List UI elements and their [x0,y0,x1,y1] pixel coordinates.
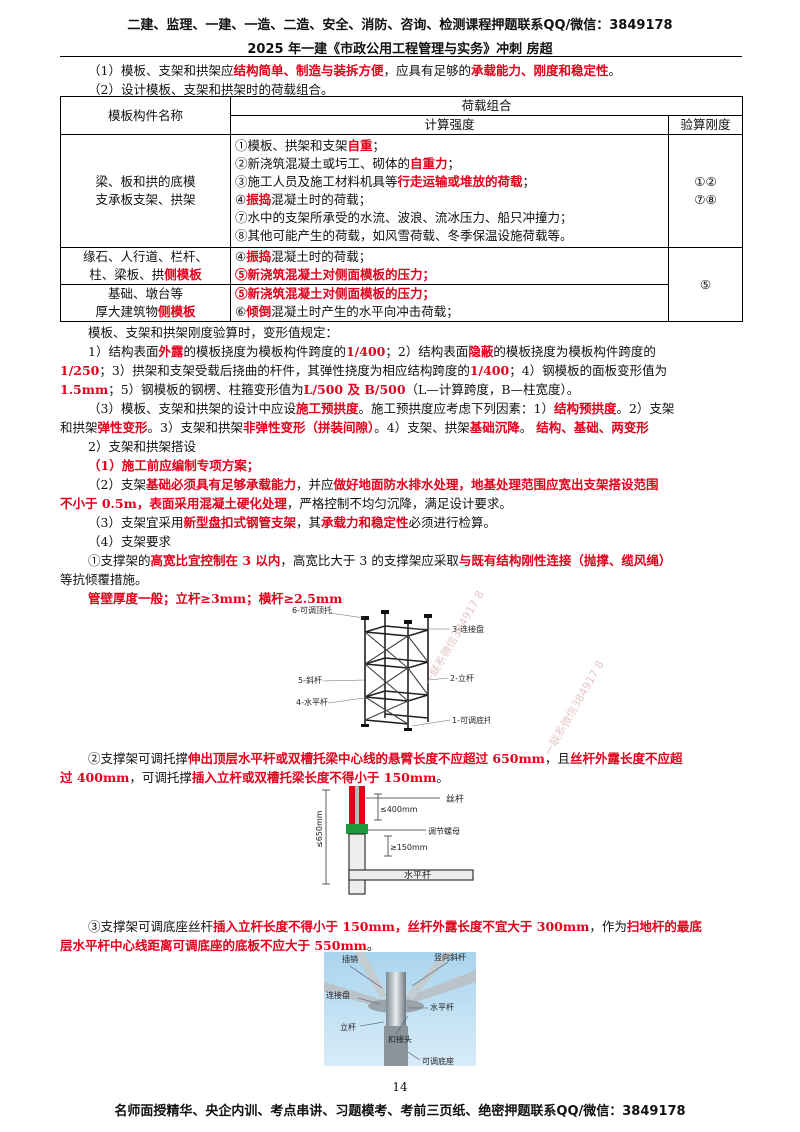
label-screw: 丝杆 [446,793,464,805]
member-side-form-large: 基础、墩台等 厚大建筑物侧模板 [60,284,231,322]
label-upright: 2-立杆 [450,673,474,683]
th-load-combination: 荷载组合 [229,96,744,116]
label-top-support: 6-可调顶托 [292,605,332,615]
member-side-form-small: 缘石、人行道、栏杆、 柱、梁板、拱侧模板 [60,247,231,285]
label-base-plate: 可调底座 [422,1056,454,1066]
s2-line-7: 等抗倾覆措施。 [60,572,148,587]
strength-loads-2: ④振捣混凝土时的荷载； ⑤新浇筑混凝土对侧面模板的压力； [230,247,669,285]
label-ge150: ≥150mm [390,843,428,852]
deform-line-3: 1.5mm；5）钢模板的钢楞、柱箍变形值为L/500 及 B/500（L—计算跨… [60,382,580,397]
label-nut: 调节螺母 [428,826,460,836]
label-connect-disk: 3-连接盘 [452,624,484,634]
camber-line-1: （3）模板、支架和拱架的设计中应设施工预拱度。施工预拱度应考虑下列因素：1）结构… [88,401,675,416]
top-support-diagram: 丝杆 ≤400mm 调节螺母 ≥150mm ≤650mm 水平杆 [315,786,474,895]
s3-line-1: ②支撑架可调托撑伸出顶层水平杆或双槽托梁中心线的悬臂长度不应超过 650mm，且… [88,751,683,766]
stiffness-loads-1: ①② ⑦⑧ [667,134,744,248]
th-member-name: 模板构件名称 [60,96,231,135]
para-2: （2）设计模板、支架和拱架时的荷载组合。 [88,82,334,97]
deform-line-1: 1）结构表面外露的模板挠度为模板构件跨度的1/400；2）结构表面隐蔽的模板挠度… [88,344,656,359]
th-strength: 计算强度 [230,115,669,135]
camber-line-2: 和拱架弹性变形。3）支架和拱架非弹性变形（拼装间隙）。4）支架、拱架基础沉降。 … [60,420,649,435]
s4-line-2: 层水平杆中心线距离可调底座的底板不应大于 550mm。 [60,938,380,953]
section-title: 2）支架和拱架搭设 [88,439,196,454]
s2-line-3: 不小于 0.5m，表面采用混凝土硬化处理，严格控制不均匀沉降，满足设计要求。 [60,496,512,511]
s2-line-4: （3）支架宜采用新型盘扣式钢管支架，其承载力和稳定性必须进行检算。 [88,515,497,530]
strength-loads-1: ①模板、拱架和支架自重； ②新浇筑混凝土或圬工、砌体的自重力； ③施工人员及施工… [230,134,669,248]
s2-line-6: ①支撑架的高宽比宜控制在 3 以内，高宽比大于 3 的支撑架应采取与既有结构刚性… [88,553,672,568]
label-diagonal: 5-斜杆 [298,675,322,685]
label-disk: 连接盘 [326,990,350,1000]
strength-loads-3: ⑤新浇筑混凝土对侧面模板的压力； ⑥倾倒混凝土时产生的水平向冲击荷载； [230,284,669,322]
s2-line-1: （1）施工前应编制专项方案； [88,458,260,473]
label-upright-bar: 立杆 [340,1022,356,1032]
document-title: 2025 年一建《市政公用工程管理与实务》冲刺 房超 [247,42,553,57]
th-stiffness: 验算刚度 [667,115,744,135]
para-1: （1）模板、支架和拱架应结构简单、制造与装拆方便，应具有足够的承载能力、刚度和稳… [88,63,622,78]
watermark: 一联系微信384917 8 [541,658,607,759]
s4-line-1: ③支撑架可调底座丝杆插入立杆长度不得小于 150mm，丝杆外露长度不宜大于 30… [88,919,702,934]
label-le650: ≤650mm [315,810,324,848]
label-horizontal: 4-水平杆 [296,697,328,707]
header-rule [60,56,742,57]
table-row: 缘石、人行道、栏杆、 柱、梁板、拱侧模板 ④振捣混凝土时的荷载； ⑤新浇筑混凝土… [60,247,744,322]
load-combination-table: 模板构件名称 荷载组合 计算强度 验算刚度 梁、板和拱的底模 支承板支架、拱架 … [60,96,744,322]
label-le400: ≤400mm [380,805,418,814]
label-hbar: 水平杆 [404,869,431,881]
disk-joint-photo: 插销 竖向斜杆 连接盘 水平杆 立杆 扣接头 可调底座 [324,952,476,1066]
deform-intro: 模板、支架和拱架刚度验算时，变形值规定： [88,325,339,340]
deform-line-2: 1/250；3）拱架和支架受载后挠曲的杆件，其弹性挠度为相应结构跨度的1/400… [60,363,668,378]
label-horizontal-bar: 水平杆 [430,1002,454,1012]
scaffold-diagram: 6-可调顶托 3-连接盘 5-斜杆 2-立杆 4-水平杆 1-可调底托 [292,605,490,731]
page-number: 14 [392,1080,408,1094]
footer-contact: 名师面授精华、央企内训、考点串讲、习题模考、考前三页纸、绝密押题联系QQ/微信：… [114,1104,686,1119]
header-contact: 二建、监理、一建、一造、二造、安全、消防、咨询、检测课程押题联系QQ/微信：38… [127,18,673,33]
s2-line-8: 管壁厚度一般；立杆≥3mm；横杆≥2.5mm [88,591,343,606]
label-vertical-diagonal: 竖向斜杆 [434,952,466,962]
s2-line-2: （2）支架基础必须具有足够承载能力，并应做好地面防水排水处理，地基处理范围应宽出… [88,477,659,492]
table-row: 梁、板和拱的底模 支承板支架、拱架 ①模板、拱架和支架自重； ②新浇筑混凝土或圬… [60,134,744,248]
label-joint: 扣接头 [388,1034,412,1044]
s2-line-5: （4）支架要求 [88,534,171,549]
member-bottom-form: 梁、板和拱的底模 支承板支架、拱架 [60,134,231,248]
label-base: 1-可调底托 [452,715,490,725]
stiffness-loads-2: ⑤ [667,247,744,322]
s3-line-2: 过 400mm，可调托撑插入立杆或双槽托梁长度不得小于 150mm。 [60,770,449,785]
label-pin: 插销 [342,954,358,964]
table-row: 基础、墩台等 厚大建筑物侧模板 ⑤新浇筑混凝土对侧面模板的压力； ⑥倾倒混凝土时… [60,284,743,322]
